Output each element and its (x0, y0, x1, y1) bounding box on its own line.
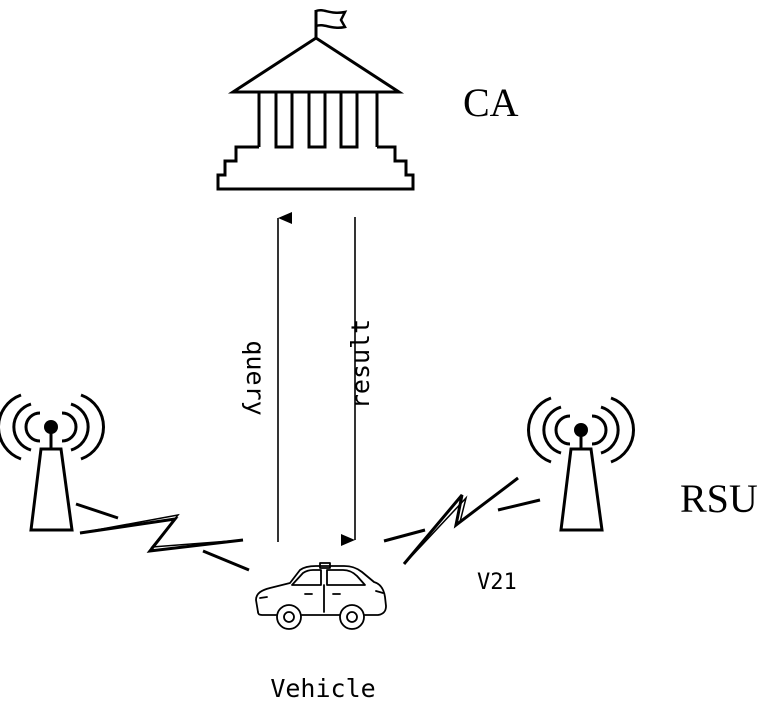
vehicle-car-icon (255, 562, 387, 630)
left-wireless-link-icon (75, 502, 250, 572)
rsu-label: RSU (680, 476, 758, 521)
v21-label: V21 (477, 570, 517, 595)
right-wireless-link-icon (383, 476, 541, 565)
vehicle-label: Vehicle (270, 674, 375, 703)
result-label: result (346, 319, 375, 409)
left-rsu-tower-icon (0, 393, 106, 532)
ca-building-icon (216, 9, 415, 191)
query-label: query (241, 340, 270, 415)
ca-label: CA (463, 80, 519, 125)
right-rsu-tower-icon (526, 396, 636, 532)
